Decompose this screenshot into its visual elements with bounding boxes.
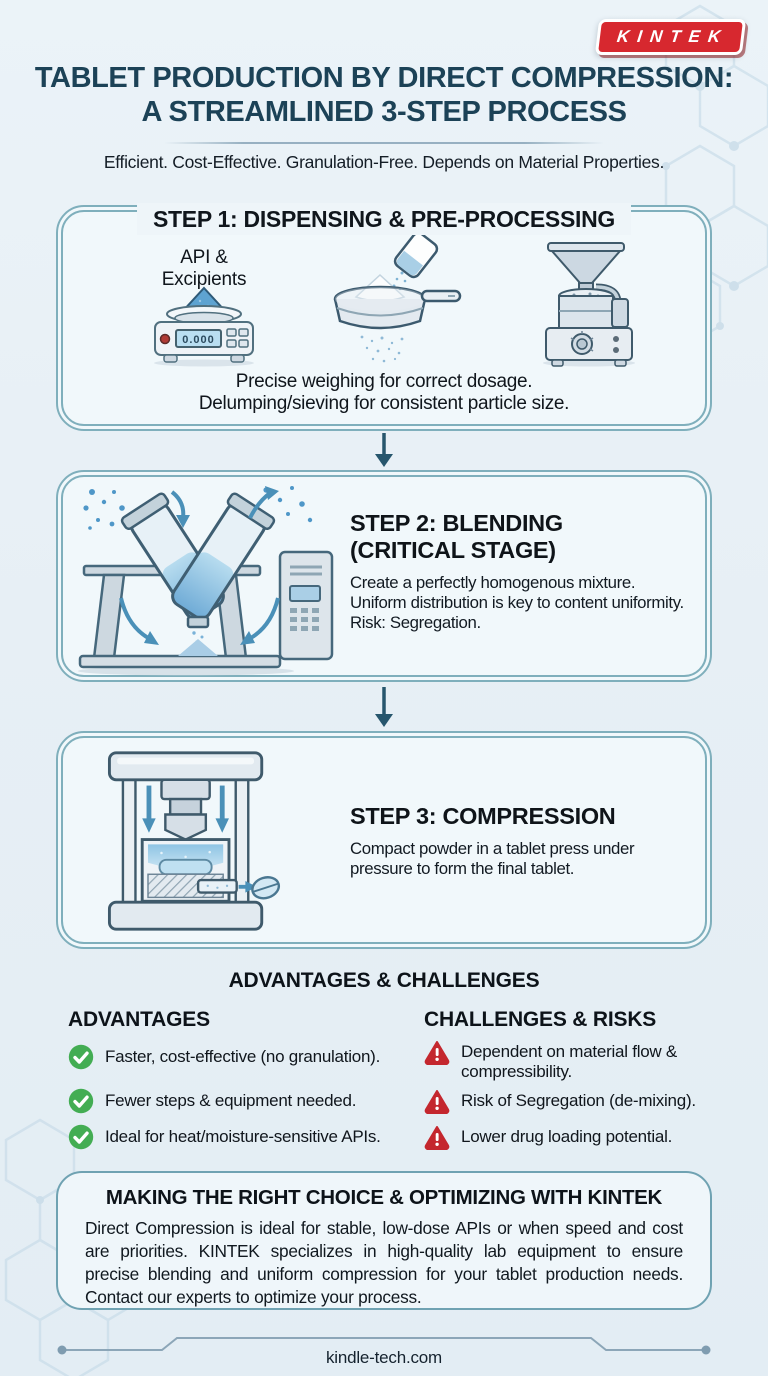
step2-title: STEP 2: BLENDING (CRITICAL STAGE) — [350, 510, 563, 563]
sieve-icon — [333, 231, 462, 363]
cta-body: Direct Compression is ideal for stable, … — [85, 1218, 683, 1307]
step3-title: STEP 3: COMPRESSION — [350, 803, 616, 829]
advantages-column: ADVANTAGES Faster, cost-effective (no gr… — [68, 1008, 420, 1150]
advantage-item: Faster, cost-effective (no granulation). — [68, 1044, 380, 1070]
delumper-mill-icon — [543, 242, 635, 367]
advantages-title: ADVANTAGES — [68, 1008, 210, 1031]
step1-materials-label: API & Excipients — [161, 247, 247, 290]
challenge-item: Lower drug loading potential. — [424, 1124, 672, 1150]
advantage-item: Fewer steps & equipment needed. — [68, 1088, 356, 1114]
warning-triangle-icon — [424, 1090, 450, 1114]
page-subtitle: Efficient. Cost-Effective. Granulation-F… — [103, 152, 665, 172]
page-title-line1: TABLET PRODUCTION BY DIRECT COMPRESSION: — [34, 62, 734, 94]
step2-box: STEP 2: BLENDING (CRITICAL STAGE) Create… — [56, 470, 712, 682]
step3-text: STEP 3: COMPRESSION Compact powder in a … — [350, 803, 635, 879]
advantages-challenges-title: ADVANTAGES & CHALLENGES — [228, 969, 540, 992]
warning-triangle-icon — [424, 1126, 450, 1150]
challenges-column: CHALLENGES & RISKS Dependent on material… — [424, 1008, 724, 1150]
step2-description: Create a perfectly homogenous mixture. U… — [350, 573, 684, 632]
flow-arrow-1 — [375, 433, 393, 467]
weighing-scale-icon: 0.000 — [154, 286, 254, 367]
warning-triangle-icon — [424, 1041, 450, 1065]
check-circle-icon — [68, 1088, 94, 1114]
check-circle-icon — [68, 1124, 94, 1150]
cta-title: MAKING THE RIGHT CHOICE & OPTIMIZING WIT… — [105, 1186, 663, 1209]
advantage-item: Ideal for heat/moisture-sensitive APIs. — [68, 1124, 381, 1150]
kintek-logo: KINTEK — [594, 19, 747, 55]
challenge-item: Dependent on material flow & compressibi… — [424, 1039, 701, 1082]
footer-website: kindle-tech.com — [325, 1348, 443, 1367]
step1-description: Precise weighing for correct dosage. Del… — [198, 371, 570, 414]
kintek-logo-text: KINTEK — [615, 27, 730, 46]
v-blender-icon — [78, 486, 334, 676]
challenges-title: CHALLENGES & RISKS — [424, 1008, 657, 1031]
page-title: TABLET PRODUCTION BY DIRECT COMPRESSION:… — [0, 61, 768, 129]
step2-text: STEP 2: BLENDING (CRITICAL STAGE) Create… — [350, 510, 684, 633]
flow-arrow-2 — [375, 687, 393, 727]
footer-decorative-line — [57, 1337, 711, 1355]
step3-description: Compact powder in a tablet press under p… — [350, 839, 635, 878]
title-divider — [164, 142, 604, 144]
step1-box: STEP 1: DISPENSING & PRE-PROCESSING API … — [56, 203, 712, 431]
challenge-item: Risk of Segregation (de-mixing). — [424, 1088, 696, 1114]
scale-display-value: 0.000 — [182, 334, 215, 346]
step3-box: STEP 3: COMPRESSION Compact powder in a … — [56, 731, 712, 949]
page-title-line2: A STREAMLINED 3-STEP PROCESS — [141, 96, 627, 128]
step1-title: STEP 1: DISPENSING & PRE-PROCESSING — [137, 203, 631, 235]
cta-box: MAKING THE RIGHT CHOICE & OPTIMIZING WIT… — [56, 1171, 712, 1310]
tablet-press-icon — [107, 751, 281, 931]
check-circle-icon — [68, 1044, 94, 1070]
